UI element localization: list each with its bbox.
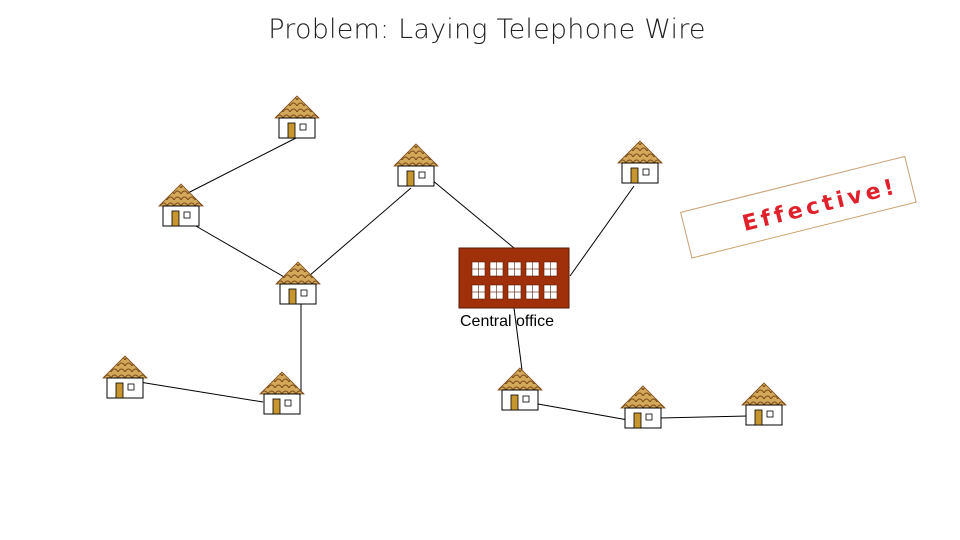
house-icon bbox=[275, 261, 321, 305]
wire bbox=[181, 137, 297, 197]
wire bbox=[181, 217, 299, 286]
house-icon bbox=[497, 367, 543, 411]
wire bbox=[301, 187, 412, 283]
wire bbox=[537, 403, 629, 421]
central-office-building bbox=[458, 247, 570, 309]
central-office-label: Central office bbox=[460, 313, 554, 330]
house-icon bbox=[259, 371, 305, 415]
house-icon bbox=[274, 95, 320, 139]
house-icon bbox=[620, 385, 666, 429]
house-icon bbox=[617, 140, 663, 184]
house-icon bbox=[741, 382, 787, 426]
house-icon bbox=[158, 183, 204, 227]
telephone-wires bbox=[126, 137, 749, 421]
slide-title: Problem: Laying Telephone Wire bbox=[268, 14, 706, 45]
wire bbox=[513, 307, 523, 371]
house-icon bbox=[102, 355, 148, 399]
wire bbox=[431, 179, 515, 249]
wire bbox=[659, 415, 749, 419]
wire bbox=[569, 185, 635, 277]
wire bbox=[126, 379, 264, 403]
house-icon bbox=[393, 143, 439, 187]
